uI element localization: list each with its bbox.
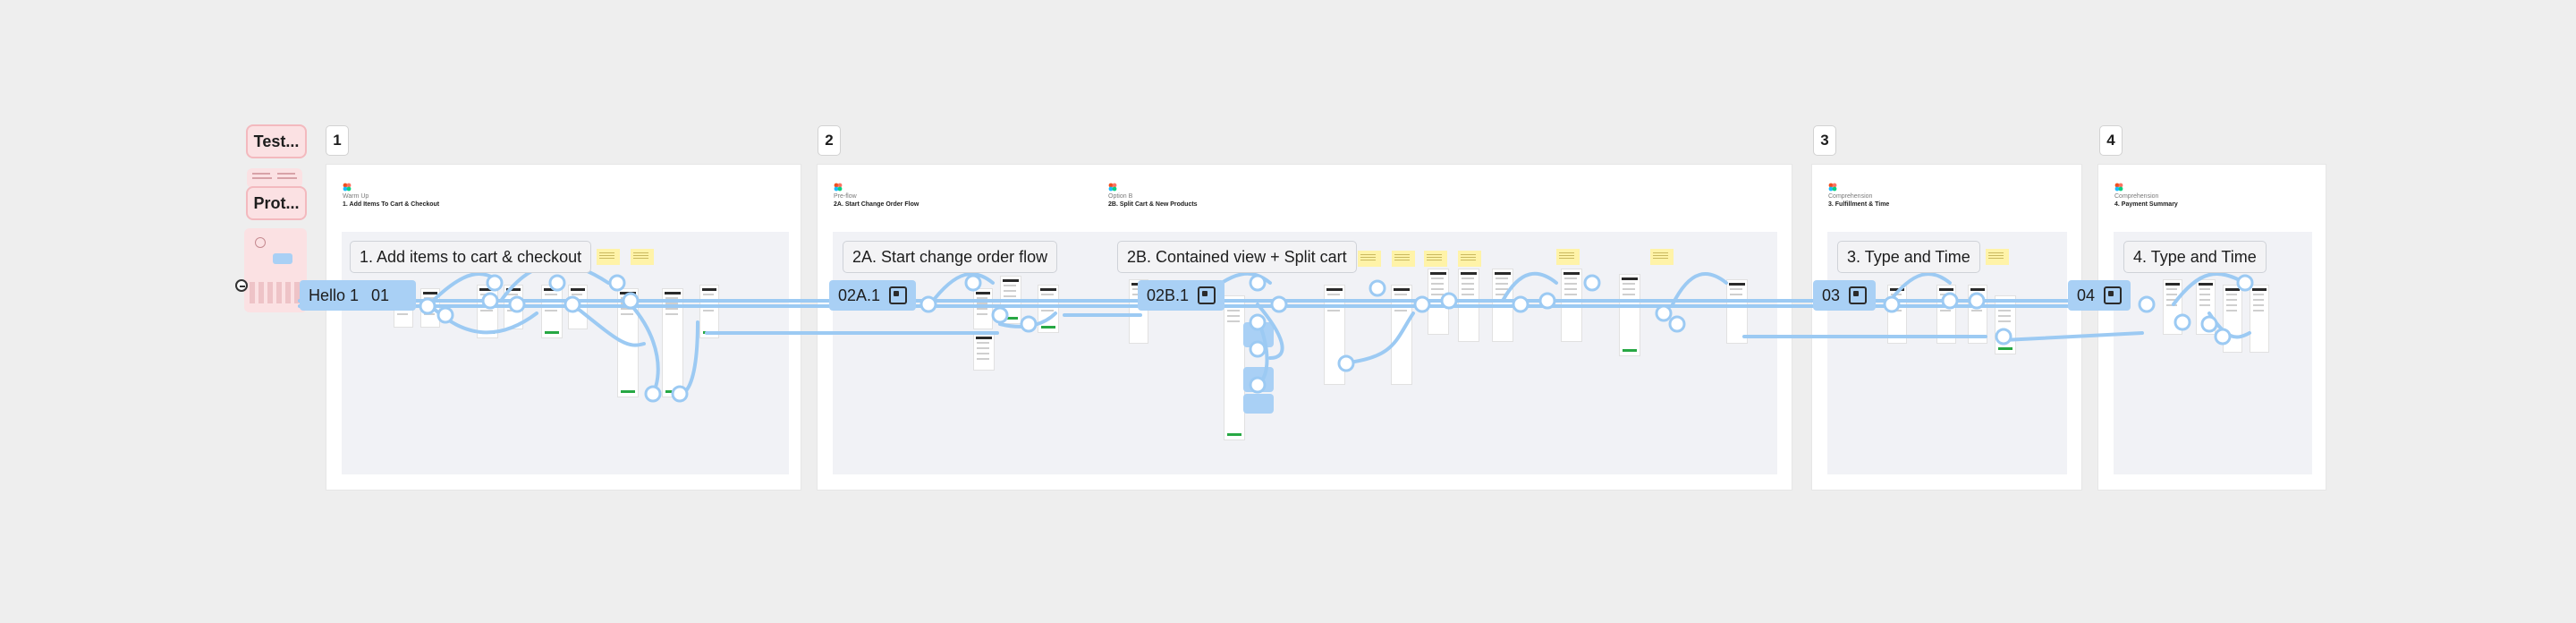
note-sticky[interactable] (1650, 249, 1674, 265)
screen-thumbnail[interactable] (2196, 279, 2216, 335)
section-number-1[interactable]: 1 (326, 125, 349, 156)
figma-logo-icon (343, 183, 352, 192)
screen-thumbnail[interactable] (1458, 269, 1479, 342)
flow-tag-label: 04 (2077, 286, 2096, 304)
section-2[interactable]: Pre-flow 2A. Start Change Order Flow Opt… (818, 165, 1792, 490)
screen-thumbnail[interactable] (477, 285, 498, 338)
screen-thumbnail[interactable] (1887, 285, 1907, 344)
note-sticky[interactable] (597, 249, 620, 265)
screen-thumbnail[interactable] (1224, 295, 1245, 440)
screen-thumbnail[interactable] (1038, 285, 1059, 333)
screen-thumbnail[interactable] (1936, 285, 1956, 344)
figma-logo-icon (1828, 183, 1837, 192)
flow-tag-label: Hello 1 (309, 286, 360, 304)
screen-thumbnail[interactable] (1561, 269, 1582, 342)
section-caption: Comprehension (2114, 193, 2159, 200)
section-number-3[interactable]: 3 (1813, 125, 1836, 156)
flow-start-04[interactable]: 04 (2068, 280, 2131, 311)
frame-title-1[interactable]: 1. Add items to cart & checkout (350, 241, 592, 273)
test-sticky[interactable]: Test... (246, 124, 307, 158)
section-subtitle-b: 2B. Split Cart & New Products (1108, 201, 1198, 208)
screen-thumbnail[interactable] (568, 285, 588, 329)
screen-thumbnail[interactable] (699, 285, 719, 338)
section-subtitle: 4. Payment Summary (2114, 201, 2178, 208)
section-subtitle: 3. Fulfillment & Time (1828, 201, 1890, 208)
proto-sticky[interactable]: Prot... (246, 186, 307, 220)
screen-thumbnail[interactable] (1995, 295, 2016, 354)
section-caption-b: Option B (1108, 193, 1133, 200)
screen-thumbnail[interactable] (2163, 279, 2182, 335)
section-caption: Pre-flow (834, 193, 857, 200)
note-sticky[interactable] (1392, 251, 1415, 267)
flow-start-02a-1[interactable]: 02A.1 (829, 280, 917, 311)
flow-tag-extra: 01 (371, 286, 390, 304)
screen-thumbnail[interactable] (1000, 276, 1021, 324)
screen-thumbnail[interactable] (1726, 279, 1748, 344)
flow-tag-label: 02B.1 (1147, 286, 1190, 304)
screen-thumbnail[interactable] (2250, 285, 2269, 353)
figma-logo-icon (1108, 183, 1117, 192)
note-sticky[interactable] (631, 249, 654, 265)
frame-title-3[interactable]: 3. Type and Time (1837, 241, 1980, 273)
screen-thumbnail[interactable] (420, 288, 440, 328)
flow-tag-label: 03 (1822, 286, 1841, 304)
proto-label: Prot... (253, 193, 300, 212)
note-sticky[interactable] (1424, 251, 1447, 267)
test-thumbnail[interactable] (247, 168, 302, 188)
section-4[interactable]: Comprehension 4. Payment Summary (2098, 165, 2326, 490)
flow-start-icon (2104, 286, 2123, 304)
screen-thumbnail[interactable] (2223, 285, 2242, 353)
flow-start-02b-1[interactable]: 02B.1 (1138, 280, 1225, 311)
test-label: Test... (253, 132, 300, 150)
screen-thumbnail[interactable] (617, 288, 639, 397)
section-number-4[interactable]: 4 (2099, 125, 2123, 156)
flow-tag-label: 02A.1 (838, 286, 881, 304)
note-sticky[interactable] (1358, 251, 1381, 267)
frame-title-4[interactable]: 4. Type and Time (2123, 241, 2267, 273)
frame-title-2a[interactable]: 2A. Start change order flow (843, 241, 1058, 273)
screen-thumbnail[interactable] (1492, 269, 1513, 342)
section-caption: Warm Up (343, 193, 369, 200)
proto-board[interactable] (244, 228, 307, 312)
section-caption: Comprehension (1828, 193, 1873, 200)
flow-card[interactable] (1243, 367, 1274, 392)
section-subtitle: 2A. Start Change Order Flow (834, 201, 919, 208)
section-1[interactable]: Warm Up 1. Add Items To Cart & Checkout (326, 165, 801, 490)
screen-thumbnail[interactable] (1968, 285, 1987, 344)
screen-thumbnail[interactable] (662, 288, 683, 397)
section-subtitle: 1. Add Items To Cart & Checkout (343, 201, 440, 208)
screen-thumbnail[interactable] (973, 288, 993, 329)
flow-start-icon (1198, 286, 1216, 304)
screen-thumbnail[interactable] (1324, 285, 1345, 385)
flow-start-icon (889, 286, 908, 304)
flow-card[interactable] (1243, 394, 1274, 414)
frame-title-2b[interactable]: 2B. Contained view + Split cart (1117, 241, 1357, 273)
flow-start-03[interactable]: 03 (1813, 280, 1877, 311)
flow-card[interactable] (1243, 322, 1274, 347)
screen-thumbnail[interactable] (504, 285, 523, 329)
note-sticky[interactable] (1556, 249, 1580, 265)
flow-start-icon (1849, 286, 1868, 304)
note-sticky[interactable] (1986, 249, 2009, 265)
note-sticky[interactable] (1458, 251, 1481, 267)
screen-thumbnail[interactable] (1391, 285, 1412, 385)
screen-thumbnail[interactable] (541, 285, 563, 338)
screen-thumbnail[interactable] (1428, 269, 1449, 335)
minus-icon[interactable] (235, 279, 248, 292)
section-number-2[interactable]: 2 (818, 125, 841, 156)
figma-logo-icon (834, 183, 843, 192)
screen-thumbnail[interactable] (973, 333, 995, 371)
flow-start-hello-1[interactable]: Hello 1 01 (300, 280, 416, 311)
screen-thumbnail[interactable] (1619, 274, 1640, 356)
figma-logo-icon (2114, 183, 2123, 192)
